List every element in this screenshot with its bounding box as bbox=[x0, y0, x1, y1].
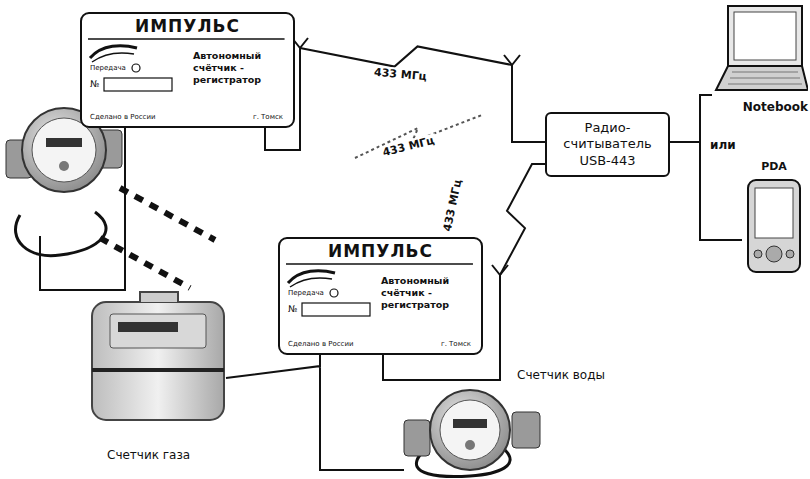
device-name: Notebook bbox=[743, 100, 808, 114]
device-subtitle: Автономный счётчик - регистратор bbox=[381, 275, 473, 311]
indicator-label: Передача bbox=[90, 64, 126, 72]
device-title: ИМПУЛЬС bbox=[82, 16, 293, 36]
usb-cable bbox=[670, 142, 742, 240]
more-devices-dots bbox=[100, 188, 215, 288]
radio-link bbox=[265, 46, 545, 150]
city-label: г. Томск bbox=[441, 340, 471, 348]
city-label: г. Томск bbox=[253, 113, 283, 121]
device-subtitle: Автономный счётчик - регистратор bbox=[193, 50, 285, 86]
reader-box: Радио- считыватель USB-443 bbox=[545, 112, 670, 177]
meter-label: Счетчик газа bbox=[105, 448, 192, 462]
serial-label: № bbox=[90, 79, 99, 89]
water-meter bbox=[404, 390, 540, 477]
usb-cable bbox=[670, 95, 712, 142]
frequency-label: 433 МГц bbox=[371, 65, 429, 83]
device-title: ИМПУЛЬС bbox=[280, 241, 481, 261]
laptop-node: Notebook bbox=[712, 2, 808, 124]
connector-line bbox=[670, 142, 742, 240]
gas-meter bbox=[92, 292, 224, 420]
connector-line bbox=[265, 46, 545, 150]
frequency-label: 433 МГц bbox=[440, 176, 465, 234]
pda-node: PDA bbox=[742, 160, 806, 276]
device-name: PDA bbox=[742, 160, 806, 173]
pda-icon bbox=[742, 178, 806, 274]
made-in-label: Сделано в России bbox=[288, 340, 354, 348]
indicator-label: Передача bbox=[288, 289, 324, 297]
serial-label: № bbox=[288, 304, 297, 314]
laptop-icon bbox=[712, 2, 808, 98]
device-box: ИМПУЛЬС Автономный счётчик - регистратор П… bbox=[80, 12, 295, 128]
device-box: ИМПУЛЬС Автономный счётчик - регистратор П… bbox=[278, 237, 483, 355]
connector-line bbox=[670, 95, 712, 142]
box-label: Радио- считыватель USB-443 bbox=[555, 120, 660, 169]
frequency-label: 433 МГц bbox=[379, 133, 437, 159]
meter-label: Счетчик воды bbox=[515, 368, 607, 382]
made-in-label: Сделано в России bbox=[90, 113, 156, 121]
water-meter bbox=[6, 108, 122, 256]
or-label: или bbox=[708, 138, 738, 152]
meter-wire bbox=[226, 347, 404, 470]
